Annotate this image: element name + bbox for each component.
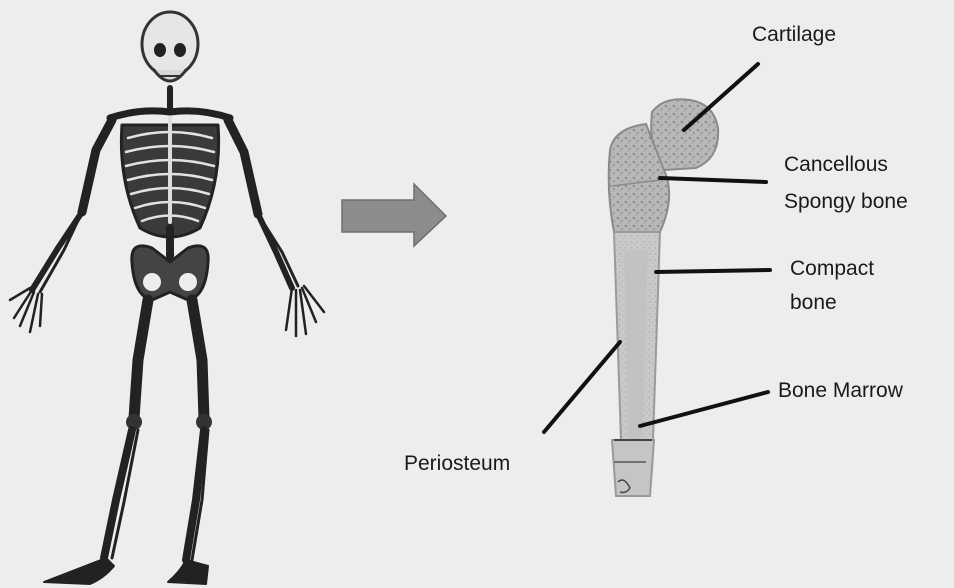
right-arrow-icon [342,184,446,246]
label-spongy-bone: Spongy bone [784,187,908,217]
label-compact-bone: bone [790,288,837,318]
label-compact: Compact [790,254,874,284]
label-bone-marrow: Bone Marrow [778,376,903,406]
label-periosteum: Periosteum [404,449,510,479]
leader-line-bone-marrow [640,392,768,426]
femur-cross-section-icon [609,99,718,496]
human-skeleton-icon [10,12,324,584]
leader-line-compact [656,270,770,272]
leader-line-cancellous [660,178,766,182]
label-cancellous: Cancellous [784,150,888,180]
label-cartilage: Cartilage [752,20,836,50]
leader-line-periosteum [544,342,620,432]
leader-line-cartilage [684,64,758,130]
